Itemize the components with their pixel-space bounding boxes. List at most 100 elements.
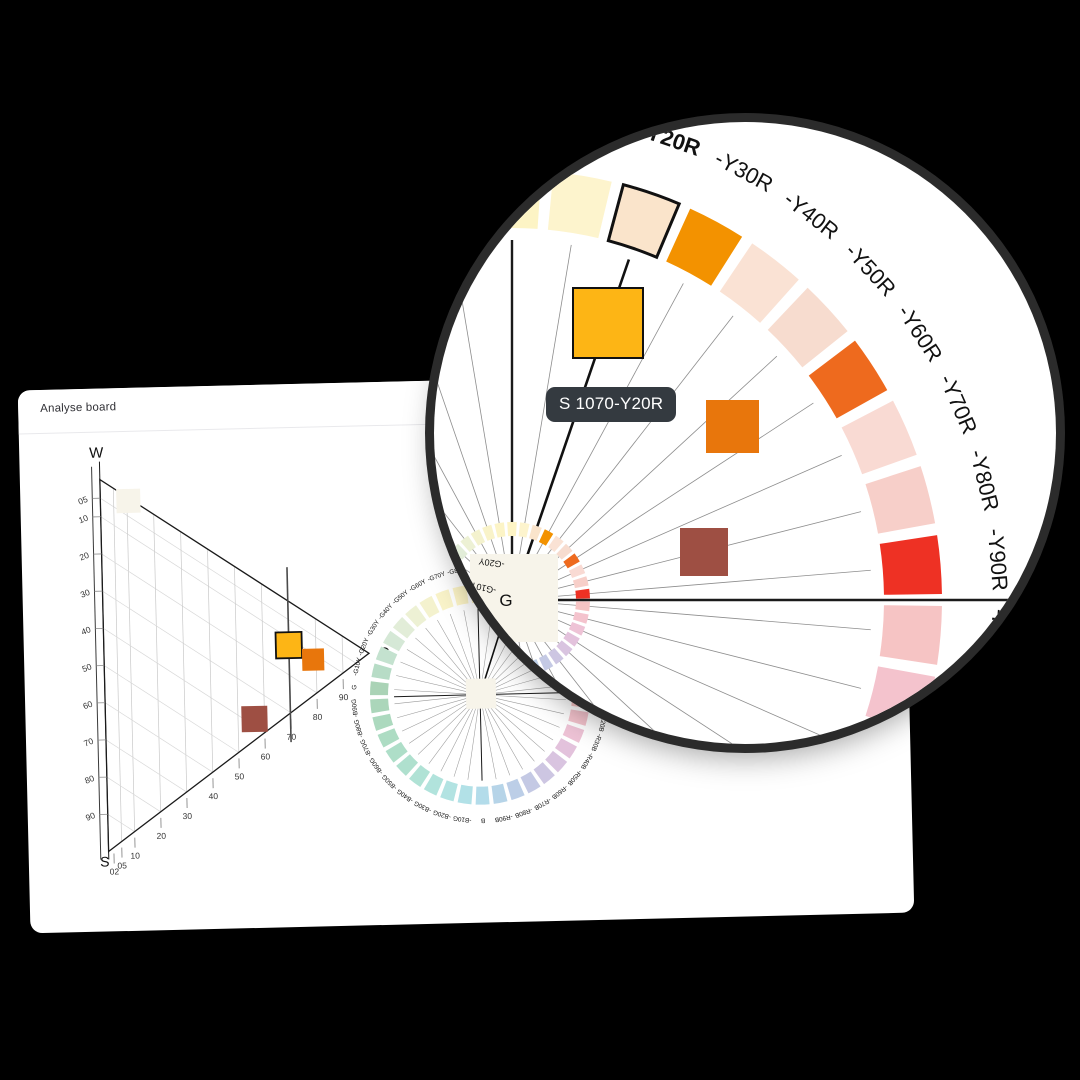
triangle-left-tick-label: 60 xyxy=(81,698,94,711)
magnified-spoke xyxy=(434,599,513,673)
wheel-segment[interactable] xyxy=(457,784,473,805)
lens-inner-wheel-segment xyxy=(529,659,542,676)
wheel-segment[interactable] xyxy=(562,724,585,743)
wheel-segment[interactable] xyxy=(383,630,406,652)
lens-inner-wheel-segment xyxy=(470,654,486,671)
lens-inner-wheel-segment xyxy=(518,522,530,538)
wheel-segment[interactable] xyxy=(370,698,390,714)
lens-inner-wheel-segment xyxy=(482,524,495,541)
magnified-spoke xyxy=(511,569,871,601)
lens-inner-wheel-segment xyxy=(434,588,449,599)
triangle-swatch[interactable] xyxy=(116,488,141,514)
magnified-spoke xyxy=(511,599,562,744)
wheel-segment[interactable] xyxy=(396,754,419,776)
magnified-segment[interactable] xyxy=(865,666,936,734)
triangle-bottom-tick-label: 20 xyxy=(156,831,166,841)
magnified-spoke xyxy=(511,455,842,601)
magnified-spoke xyxy=(434,499,513,601)
triangle-left-tick-label: 05 xyxy=(77,494,90,507)
wheel-hue-label: -B10G xyxy=(453,814,472,824)
wheel-segment[interactable] xyxy=(475,786,490,805)
magnified-segment[interactable] xyxy=(547,172,612,239)
magnified-spoke xyxy=(434,371,513,601)
triangle-swatch[interactable] xyxy=(241,705,268,733)
magnified-segment[interactable] xyxy=(719,243,799,323)
wheel-spoke xyxy=(467,694,481,780)
magnified-hue-label: -Y20R xyxy=(637,122,704,161)
wheel-segment[interactable] xyxy=(423,773,444,796)
triangle-bottom-tick-label: 30 xyxy=(182,811,192,821)
lens-inner-wheel-segment xyxy=(572,576,589,589)
lens-inner-wheel-segment xyxy=(518,662,530,678)
triangle-swatches xyxy=(116,488,325,733)
magnified-segment[interactable] xyxy=(434,172,477,238)
wheel-spoke xyxy=(394,689,481,695)
lens-inner-wheel-segment xyxy=(529,524,542,541)
wheel-segment[interactable] xyxy=(385,741,408,763)
triangle-swatch[interactable] xyxy=(274,630,304,660)
wheel-segment[interactable] xyxy=(375,646,398,666)
triangle-swatch[interactable] xyxy=(301,648,325,671)
magnified-spoke xyxy=(511,283,684,601)
magnified-segment[interactable] xyxy=(482,170,542,229)
magnifier-lens[interactable]: -Y10R-Y20R-Y30R-Y40R-Y50R-Y60R-Y70R-Y80R… xyxy=(434,122,1056,744)
wheel-segment[interactable] xyxy=(533,762,555,785)
wheel-segment[interactable] xyxy=(392,617,415,639)
magnified-segment-selected[interactable] xyxy=(606,182,682,260)
triangle-w-axis xyxy=(98,461,110,860)
magnified-hue-label: -Y70R xyxy=(934,371,982,438)
lens-inner-wheel-segment xyxy=(438,622,456,636)
wheel-segment[interactable] xyxy=(409,764,431,788)
wheel-hue-label: -G80Y xyxy=(447,566,467,576)
wheel-segment[interactable] xyxy=(419,595,440,618)
wheel-segment[interactable] xyxy=(545,750,568,773)
magnified-segment[interactable] xyxy=(666,208,743,286)
wheel-segment[interactable] xyxy=(554,738,578,759)
magnified-segment[interactable] xyxy=(841,400,917,475)
lens-inner-wheel-segment xyxy=(507,522,517,537)
wheel-segment[interactable] xyxy=(440,780,458,802)
wheel-hue-label: -R40B xyxy=(579,751,595,770)
magnified-segment[interactable] xyxy=(767,287,848,368)
wheel-hue-label: -G40Y xyxy=(377,602,395,621)
magnified-spoke xyxy=(434,599,513,635)
wheel-segment[interactable] xyxy=(520,771,541,794)
magnified-hue-label: -Y90R xyxy=(983,528,1013,592)
wheel-segment[interactable] xyxy=(506,778,525,801)
magnifier-content: -Y10R-Y20R-Y30R-Y40R-Y50R-Y60R-Y70R-Y80R… xyxy=(434,122,1056,744)
wheel-center-swatch[interactable] xyxy=(465,678,497,710)
magnified-hue-label: -G80Y xyxy=(434,122,465,137)
lens-inner-wheel-segment xyxy=(451,543,468,560)
magnified-swatch[interactable] xyxy=(706,400,759,453)
magnified-swatch[interactable] xyxy=(680,528,728,576)
lens-inner-wheel-segment xyxy=(438,564,456,578)
wheel-segment[interactable] xyxy=(370,681,389,696)
triangle-left-tick-label: 50 xyxy=(81,661,94,674)
wheel-segment[interactable] xyxy=(371,663,392,680)
lens-inner-wheel-segment xyxy=(575,588,590,599)
wheel-hue-label: -B40G xyxy=(396,787,415,804)
lens-inner-wheel xyxy=(434,522,590,678)
magnified-segment[interactable] xyxy=(879,535,942,595)
lens-inner-wheel-segment xyxy=(470,529,486,546)
magnified-hue-label: -Y80R xyxy=(965,447,1005,514)
wheel-segment[interactable] xyxy=(405,605,427,628)
magnified-swatch[interactable] xyxy=(572,287,644,359)
magnified-spoke xyxy=(434,599,513,607)
wheel-segment[interactable] xyxy=(491,783,508,804)
magnified-segment[interactable] xyxy=(865,466,936,534)
wheel-segment[interactable] xyxy=(377,728,400,748)
triangle-bottom-tick-label: 50 xyxy=(235,771,245,781)
triangle-left-tick-label: 90 xyxy=(84,810,97,823)
triangle-left-axis xyxy=(91,466,102,860)
triangle-bottom-tick-label: 40 xyxy=(208,791,218,801)
magnified-segment[interactable] xyxy=(879,605,942,665)
triangle-left-tick-label: 20 xyxy=(78,550,91,563)
lens-inner-wheel-segment xyxy=(482,659,495,676)
magnified-segment[interactable] xyxy=(808,340,888,419)
triangle-left-tick-label: 40 xyxy=(80,624,93,637)
triangle-bottom-tick-label: 05 xyxy=(117,860,127,870)
wheel-segment[interactable] xyxy=(372,713,394,731)
magnified-segment[interactable] xyxy=(842,725,917,744)
magnified-center-swatch[interactable] xyxy=(470,554,558,642)
